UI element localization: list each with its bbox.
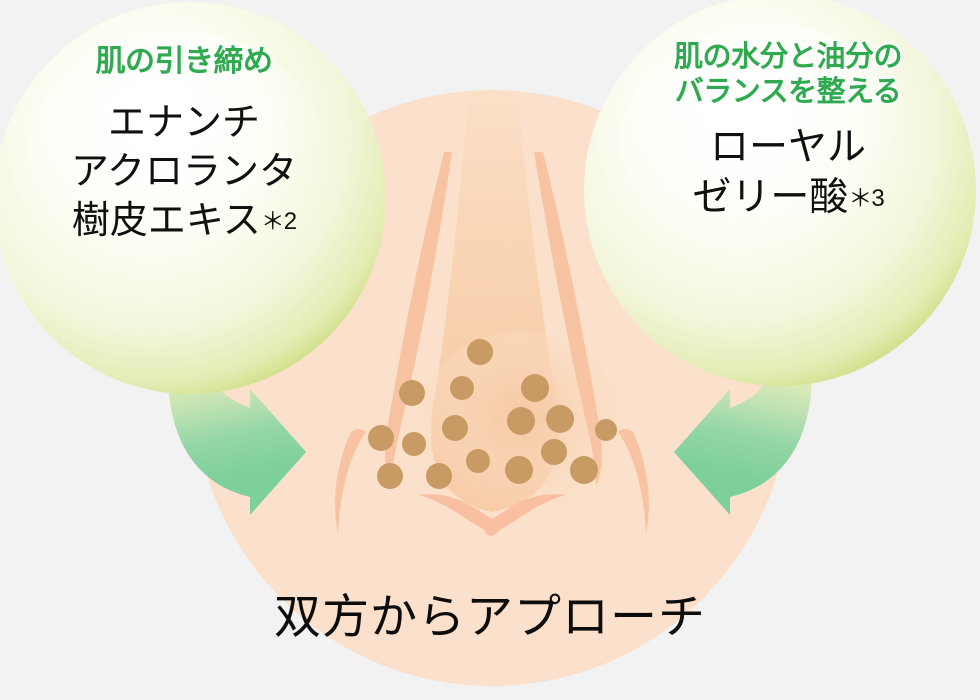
pore-dot [521, 374, 549, 402]
pore-dot [541, 439, 567, 465]
nostril-wing-right [618, 429, 649, 534]
pore-dot [426, 463, 452, 489]
nose-tip-curve [419, 494, 565, 532]
pore-dot [450, 376, 474, 400]
nostril-wing-left [335, 429, 366, 534]
right-bubble-shape [584, 0, 976, 386]
septum-notch [482, 525, 502, 536]
left-curved-arrow-pointing-right [168, 372, 306, 515]
pore-dot [377, 463, 403, 489]
pore-dot [466, 449, 490, 473]
pore-dot [442, 415, 468, 441]
pore-dot [507, 407, 535, 435]
pore-dot [399, 380, 425, 406]
pore-dot [595, 419, 617, 441]
pore-dot [546, 405, 574, 433]
right-curved-arrow-pointing-left [674, 372, 812, 515]
pore-dots [368, 339, 617, 489]
pore-dot [467, 339, 493, 365]
nose-contour-left [385, 152, 452, 486]
pore-dot [570, 456, 598, 484]
pore-dot [402, 432, 426, 456]
pore-dot [505, 456, 533, 484]
left-bubble-shape [0, 2, 386, 394]
pore-dot [368, 425, 394, 451]
nose-contour-right [534, 152, 602, 486]
